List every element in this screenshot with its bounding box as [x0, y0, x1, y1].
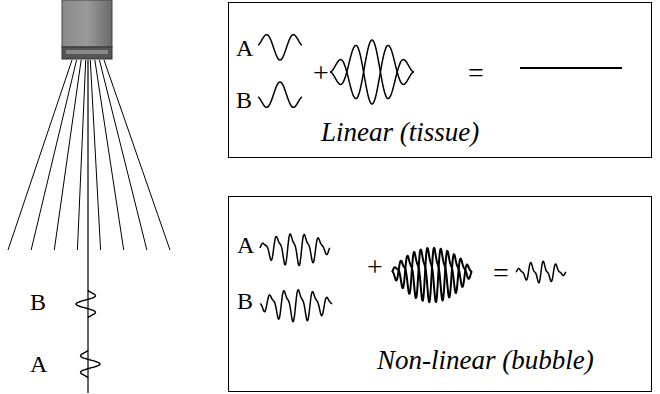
- beam-line: [104, 60, 170, 250]
- plus-sign: +: [313, 59, 329, 87]
- beam-line: [77, 60, 85, 250]
- wave-sum-a-linear: [330, 40, 414, 99]
- beam-line: [95, 60, 124, 250]
- wave-sum-a-bubble: [392, 248, 472, 302]
- beam-axis: [87, 60, 88, 393]
- wave-b-linear: [258, 82, 302, 107]
- beam-line: [8, 60, 72, 250]
- beam-line: [99, 60, 146, 250]
- beam-lines: [8, 60, 170, 393]
- transducer-stripe: [66, 50, 108, 54]
- wave-b-bubble: [260, 290, 332, 322]
- pulse-b: [76, 290, 95, 318]
- transducer-face: [62, 47, 112, 59]
- beam-line: [54, 60, 81, 250]
- signal-box: A B + = Linear (tissue): [228, 2, 652, 158]
- wave-label: A: [236, 36, 253, 60]
- residual-result: [516, 261, 566, 283]
- wave-a-bubble: [260, 234, 330, 266]
- transducer-body: [62, 0, 112, 47]
- waveforms: [76, 35, 622, 378]
- beam-line: [31, 60, 76, 250]
- wave-a-linear: [258, 35, 302, 60]
- box-title: Linear (tissue): [321, 119, 479, 146]
- signal-box: A B + = Non-linear (bubble): [228, 196, 652, 392]
- wave-label: A: [237, 233, 254, 257]
- wave-label: B: [236, 88, 252, 112]
- wave-sum-b-linear: [330, 45, 414, 104]
- box-title: Non-linear (bubble): [377, 347, 594, 374]
- wave-label: B: [237, 289, 253, 313]
- pulse-label: A: [30, 352, 47, 376]
- equals-sign: =: [493, 259, 509, 287]
- pulse-a: [81, 350, 100, 378]
- plus-sign: +: [367, 253, 383, 281]
- flat-result: [520, 67, 622, 69]
- pulse-label: B: [30, 290, 46, 314]
- wave-sum-b-bubble: [392, 248, 472, 302]
- equals-sign: =: [468, 59, 484, 87]
